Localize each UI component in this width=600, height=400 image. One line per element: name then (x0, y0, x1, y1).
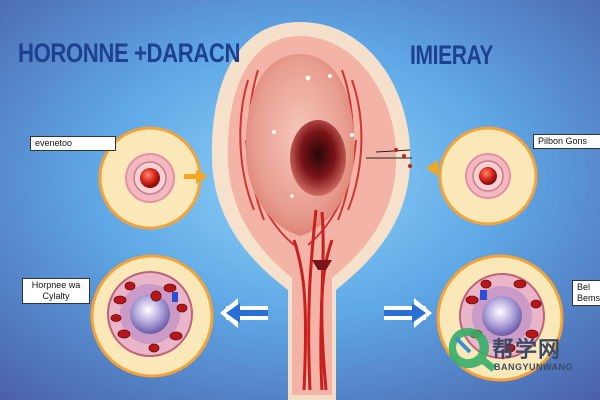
follicle-circle-top-right (438, 126, 538, 226)
title-right: IMIERAY (410, 40, 494, 70)
lining-highlights (272, 74, 354, 198)
arrow-orange-left (184, 170, 208, 184)
follicle-circle-top-left (98, 126, 202, 230)
label-top-right: Pilbon Gons (533, 134, 600, 149)
cervix-opening (312, 260, 332, 270)
cell-circle-bottom-left (90, 254, 214, 378)
title-left: HORONNE +DARACN (18, 38, 241, 68)
watermark-english-text: BANGYUNWANG (494, 362, 573, 372)
label-bottom-left: Horpnee wa Cylalty (22, 278, 90, 304)
arrow-orange-right (426, 160, 438, 176)
cervix-blood-vessels (292, 209, 334, 391)
watermark: 帮学网 BANGYUNWANG (448, 332, 598, 378)
arrow-blue-right (384, 298, 432, 328)
watermark-logo-icon (448, 328, 496, 372)
label-top-left: evenetoo (30, 136, 116, 151)
annotation-dots (394, 148, 412, 168)
arrow-blue-left (220, 298, 268, 328)
annotation-pointers (366, 149, 412, 159)
uterine-cavity (290, 120, 346, 196)
label-bottom-right: Bel Bemsc (572, 280, 600, 306)
watermark-chinese-text: 帮学网 (492, 338, 562, 363)
